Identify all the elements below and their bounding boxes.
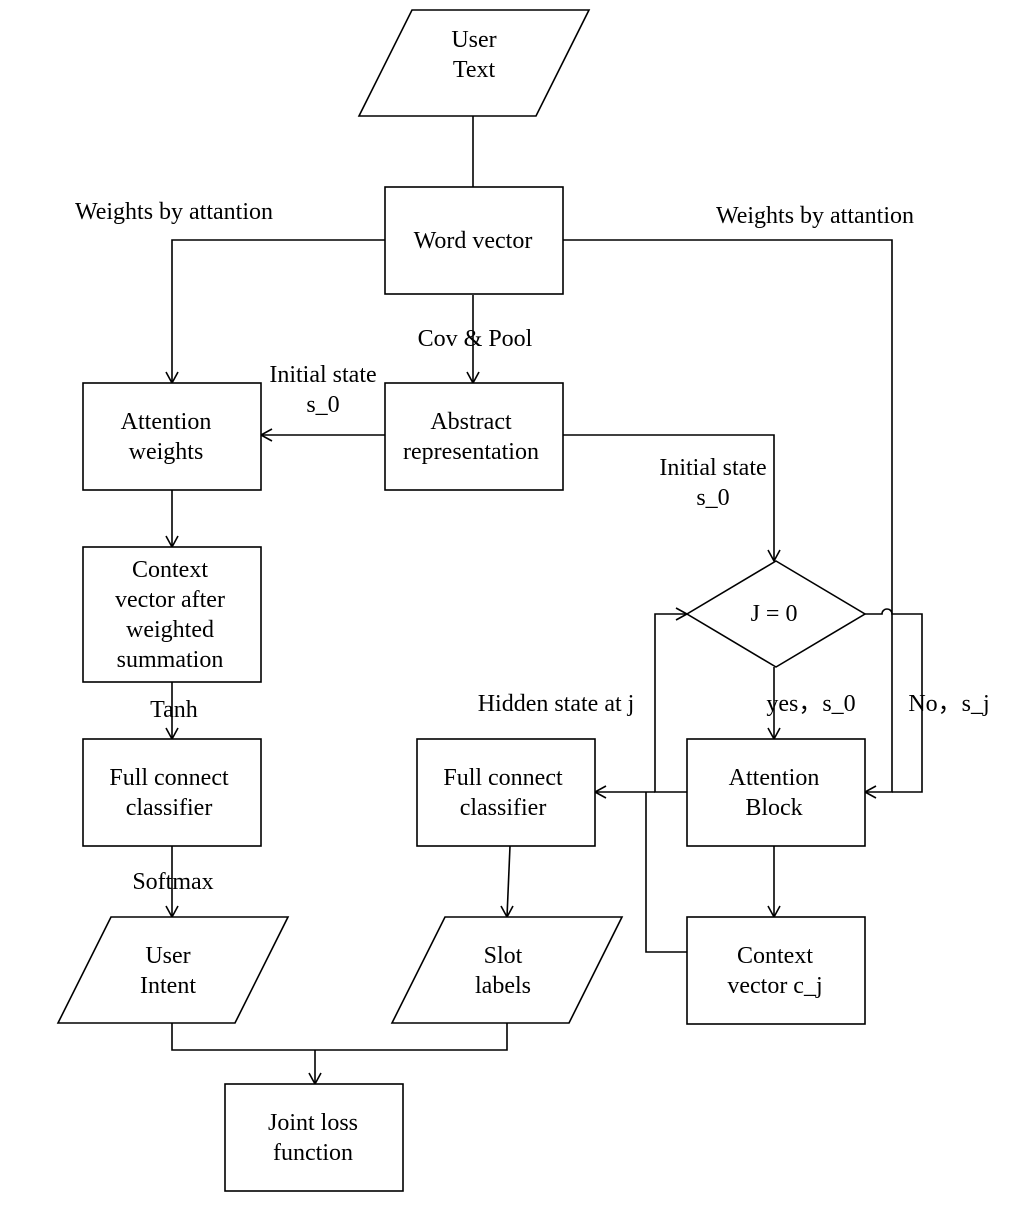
- label-yes: yes，s_0: [766, 691, 855, 717]
- label-line: Text: [453, 57, 496, 83]
- node-word-vector: Word vector: [414, 228, 533, 254]
- node-slot-labels: Slot labels: [475, 943, 531, 999]
- joint-loss-shape: [224, 1083, 404, 1192]
- label-line: vector c_j: [727, 973, 822, 999]
- label-line: yes，s_0: [766, 691, 855, 717]
- label-line: representation: [403, 439, 539, 465]
- node-context-vector-cj: Context vector c_j: [727, 943, 822, 999]
- node-attention-weights: Attention weights: [121, 409, 212, 465]
- edge-attentionblock-loop-left: [654, 613, 687, 793]
- node-full-connect-left: Full connect classifier: [109, 765, 229, 821]
- label-line: Full connect: [443, 765, 563, 791]
- label-line: Intent: [140, 973, 196, 999]
- label-line: Cov & Pool: [418, 326, 533, 352]
- node-full-connect-mid: Full connect classifier: [443, 765, 563, 821]
- context-vector-weighted-shape: [82, 546, 262, 683]
- label-softmax: Softmax: [132, 869, 213, 895]
- label-line: weighted: [126, 617, 214, 643]
- label-tanh: Tanh: [150, 697, 198, 723]
- label-line: User: [145, 943, 190, 969]
- label-line: Attention: [729, 765, 820, 791]
- label-line: weights: [129, 439, 204, 465]
- label-line: Abstract: [430, 409, 512, 435]
- label-line: Full connect: [109, 765, 229, 791]
- label-line: J = 0: [751, 601, 798, 627]
- arrow-into-decision: [767, 549, 781, 563]
- label-line: classifier: [126, 795, 213, 821]
- label-line: No，s_j: [908, 691, 989, 717]
- decision-shape: [685, 560, 867, 668]
- label-initial-state-left: Initial state s_0: [269, 362, 376, 418]
- label-line: Joint loss: [268, 1110, 358, 1136]
- label-line: Tanh: [150, 697, 198, 723]
- label-line: Initial state: [269, 362, 376, 388]
- label-line: vector after: [115, 587, 225, 613]
- label-line: s_0: [306, 392, 339, 418]
- label-line: Weights by attantion: [716, 203, 914, 229]
- label-cov-pool: Cov & Pool: [418, 326, 533, 352]
- label-line: User: [451, 27, 496, 53]
- context-vector-cj-shape: [686, 916, 866, 1025]
- word-vector-shape: [384, 186, 564, 295]
- node-abstract-representation: Abstract representation: [403, 409, 539, 465]
- label-line: Context: [132, 557, 208, 583]
- label-line: Word vector: [414, 228, 533, 254]
- label-line: labels: [475, 973, 531, 999]
- node-decision: J = 0: [751, 601, 798, 627]
- full-connect-left-shape: [82, 738, 262, 847]
- label-line: summation: [117, 647, 224, 673]
- node-shapes: [56, 9, 867, 1192]
- edge-wordvector-attentionweights: [171, 239, 385, 383]
- label-weights-left: Weights by attantion: [75, 199, 273, 225]
- label-line: Initial state: [659, 455, 766, 481]
- label-line: s_0: [696, 485, 729, 511]
- label-initial-state-right: Initial state s_0: [659, 455, 766, 511]
- edge-context-cj-fullconnect-mid: [645, 792, 687, 953]
- user-text-shape: [357, 9, 591, 117]
- attention-block-shape: [686, 738, 866, 847]
- edge-userintent-merge: [171, 1023, 508, 1051]
- abstract-representation-shape: [384, 382, 564, 491]
- node-joint-loss: Joint loss function: [268, 1110, 358, 1166]
- label-weights-right: Weights by attantion: [716, 203, 914, 229]
- slot-labels-shape: [390, 916, 624, 1024]
- label-line: Softmax: [132, 869, 213, 895]
- label-line: Hidden state at j: [478, 691, 635, 717]
- label-hidden-state: Hidden state at j: [478, 691, 635, 717]
- edge-abstract-decision: [563, 434, 775, 561]
- attention-weights-shape: [82, 382, 262, 491]
- label-line: function: [273, 1140, 353, 1166]
- edge-decision-no-loop: [865, 608, 923, 793]
- label-line: Block: [745, 795, 802, 821]
- label-line: classifier: [460, 795, 547, 821]
- edge-labels: Weights by attantion Weights by attantio…: [75, 199, 990, 895]
- full-connect-mid-shape: [416, 738, 596, 847]
- label-no: No，s_j: [908, 691, 989, 717]
- node-context-vector-weighted: Context vector after weighted summation: [115, 557, 225, 673]
- label-line: Context: [737, 943, 813, 969]
- edge-wordvector-attentionblock: [563, 239, 893, 793]
- label-line: Weights by attantion: [75, 199, 273, 225]
- label-line: Attention: [121, 409, 212, 435]
- label-line: Slot: [484, 943, 523, 969]
- user-intent-shape: [56, 916, 290, 1024]
- edge-fullconnect-mid-slotlabels: [506, 845, 511, 918]
